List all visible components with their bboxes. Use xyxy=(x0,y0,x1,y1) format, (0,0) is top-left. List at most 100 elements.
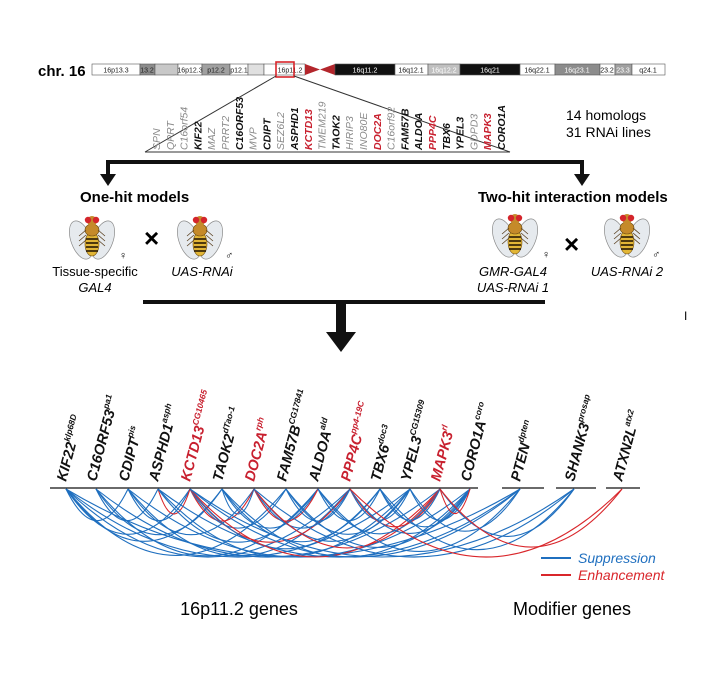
tested-gene-label: ASPHD1asph xyxy=(143,402,182,484)
region-gene-label: HIRIP3 xyxy=(344,116,356,150)
enhancement-arc xyxy=(189,488,255,522)
footer-modifier-genes: Modifier genes xyxy=(513,599,631,619)
suppression-arc xyxy=(409,488,471,521)
band-label: 13.2 xyxy=(140,67,154,74)
suppression-arc xyxy=(221,488,381,543)
tested-gene-label: KCTD13CG10465 xyxy=(176,388,218,483)
region-gene-label: CDIPT xyxy=(261,117,273,150)
suppression-arc xyxy=(65,488,223,542)
footer-16p11-genes: 16p11.2 genes xyxy=(180,599,298,619)
region-gene-label: PPP4C xyxy=(427,115,439,150)
one-hit-cross: × xyxy=(144,223,159,253)
suppression-arc xyxy=(127,488,191,521)
tested-gene-label: YPEL3CG15309 xyxy=(396,398,436,483)
suppression-arc xyxy=(253,488,575,558)
tested-gene-label: C16ORF53pa1 xyxy=(82,393,123,483)
zoom-line-left xyxy=(144,75,277,153)
suppression-arc xyxy=(317,488,381,521)
band-label: 16p13.3 xyxy=(103,67,128,74)
legend-enhancement-label: Enhancement xyxy=(578,567,666,583)
region-gene-label: KIF22 xyxy=(192,121,204,150)
tested-gene-label: ATXN2Latx2 xyxy=(607,408,644,484)
suppression-arc xyxy=(285,488,351,522)
band-label: p12.2 xyxy=(207,67,225,74)
tested-gene-label: DOC2Arph xyxy=(240,416,275,483)
region-gene-label: MAZ xyxy=(206,127,218,150)
two-hit-female-label-2: UAS-RNAi 1 xyxy=(477,280,549,295)
legend-suppression-label: Suppression xyxy=(578,550,656,566)
tested-gene-label: CORO1Acoro xyxy=(456,400,495,483)
two-hit-male-symbol: ♂ xyxy=(652,249,660,261)
suppression-arc xyxy=(439,488,575,537)
suppression-arc xyxy=(65,488,411,558)
two-hit-female-label-1: GMR-GAL4 xyxy=(479,264,547,279)
region-gene-label: INO80E xyxy=(358,112,370,150)
enhancement-arc xyxy=(253,488,319,522)
enhancement-arc xyxy=(439,488,623,548)
suppression-arc xyxy=(95,488,159,521)
chromosome-label: chr. 16 xyxy=(38,63,86,80)
suppression-arc xyxy=(127,488,351,557)
suppression-arc xyxy=(95,488,441,558)
band-label: 23.3 xyxy=(616,67,630,74)
enhancement-arc xyxy=(439,488,471,514)
suppression-arc xyxy=(127,488,471,558)
split-connector xyxy=(100,160,590,186)
tested-gene-label: ALDOAald xyxy=(303,416,338,484)
suppression-arc xyxy=(189,488,381,550)
tested-gene-label: FAM57BCG17841 xyxy=(272,387,315,483)
suppression-arc xyxy=(317,488,521,552)
two-hit-cross: × xyxy=(564,229,579,259)
rnai-lines-count: 31 RNAi lines xyxy=(566,124,651,140)
suppression-arc xyxy=(285,488,411,535)
band-label: q24.1 xyxy=(639,67,657,74)
one-hit-female-symbol: ♀ xyxy=(119,250,127,262)
male-fly-icon xyxy=(177,216,223,260)
band-label: 16q23.1 xyxy=(564,67,589,74)
region-gene-label: TMEM219 xyxy=(317,101,329,150)
tested-gene-label: PTENdpten xyxy=(506,418,540,483)
interaction-arcs xyxy=(65,488,623,558)
female-fly-icon-2 xyxy=(492,214,538,258)
tested-gene-label: CDIPTpis xyxy=(114,424,147,483)
suppression-arc xyxy=(65,488,129,521)
merge-connector xyxy=(143,300,545,352)
suppression-arc xyxy=(189,488,575,558)
region-gene-label: C16ORF53 xyxy=(234,97,246,150)
region-gene-label: C16orf92 xyxy=(386,107,398,150)
region-gene-label: MVP xyxy=(248,127,260,150)
tested-gene-label: PPP4Cpp4-19C xyxy=(336,399,376,483)
suppression-arc xyxy=(285,488,471,548)
region-gene-label: TBX6 xyxy=(441,123,453,150)
one-hit-title: One-hit models xyxy=(80,189,189,206)
two-hit-male-label: UAS-RNAi 2 xyxy=(591,264,664,279)
region-gene-label: ALDOA xyxy=(413,113,425,151)
band-label: p12.1 xyxy=(230,67,248,74)
suppression-arc xyxy=(157,488,319,543)
suppression-arc xyxy=(349,488,411,521)
tested-gene-label: SHANK3prosap xyxy=(560,393,601,483)
suppression-arc xyxy=(127,488,255,536)
region-gene-label: GDPD3 xyxy=(468,114,480,150)
suppression-arc xyxy=(379,488,441,521)
tested-gene-label: TAOK2dTao-1 xyxy=(208,405,246,483)
band-label: 23.2 xyxy=(600,67,614,74)
tested-gene-label: KIF22klp68D xyxy=(52,413,88,483)
region-gene-label: KCTD13 xyxy=(303,109,315,150)
zoom-line-right xyxy=(293,75,511,153)
region-gene-label: MAPK3 xyxy=(482,113,494,150)
band-label: 16p11.2 xyxy=(278,67,303,74)
one-hit-male-symbol: ♂ xyxy=(225,250,233,262)
suppression-arc xyxy=(379,488,575,551)
region-gene-label: YPEL3 xyxy=(455,117,467,150)
suppression-arc xyxy=(409,488,521,532)
band-label: 16q22.1 xyxy=(524,67,549,74)
region-gene-label: ASPHD1 xyxy=(289,107,301,151)
suppression-arc xyxy=(317,488,441,535)
suppression-arc xyxy=(221,488,319,529)
band-label: 16q21 xyxy=(480,67,500,74)
